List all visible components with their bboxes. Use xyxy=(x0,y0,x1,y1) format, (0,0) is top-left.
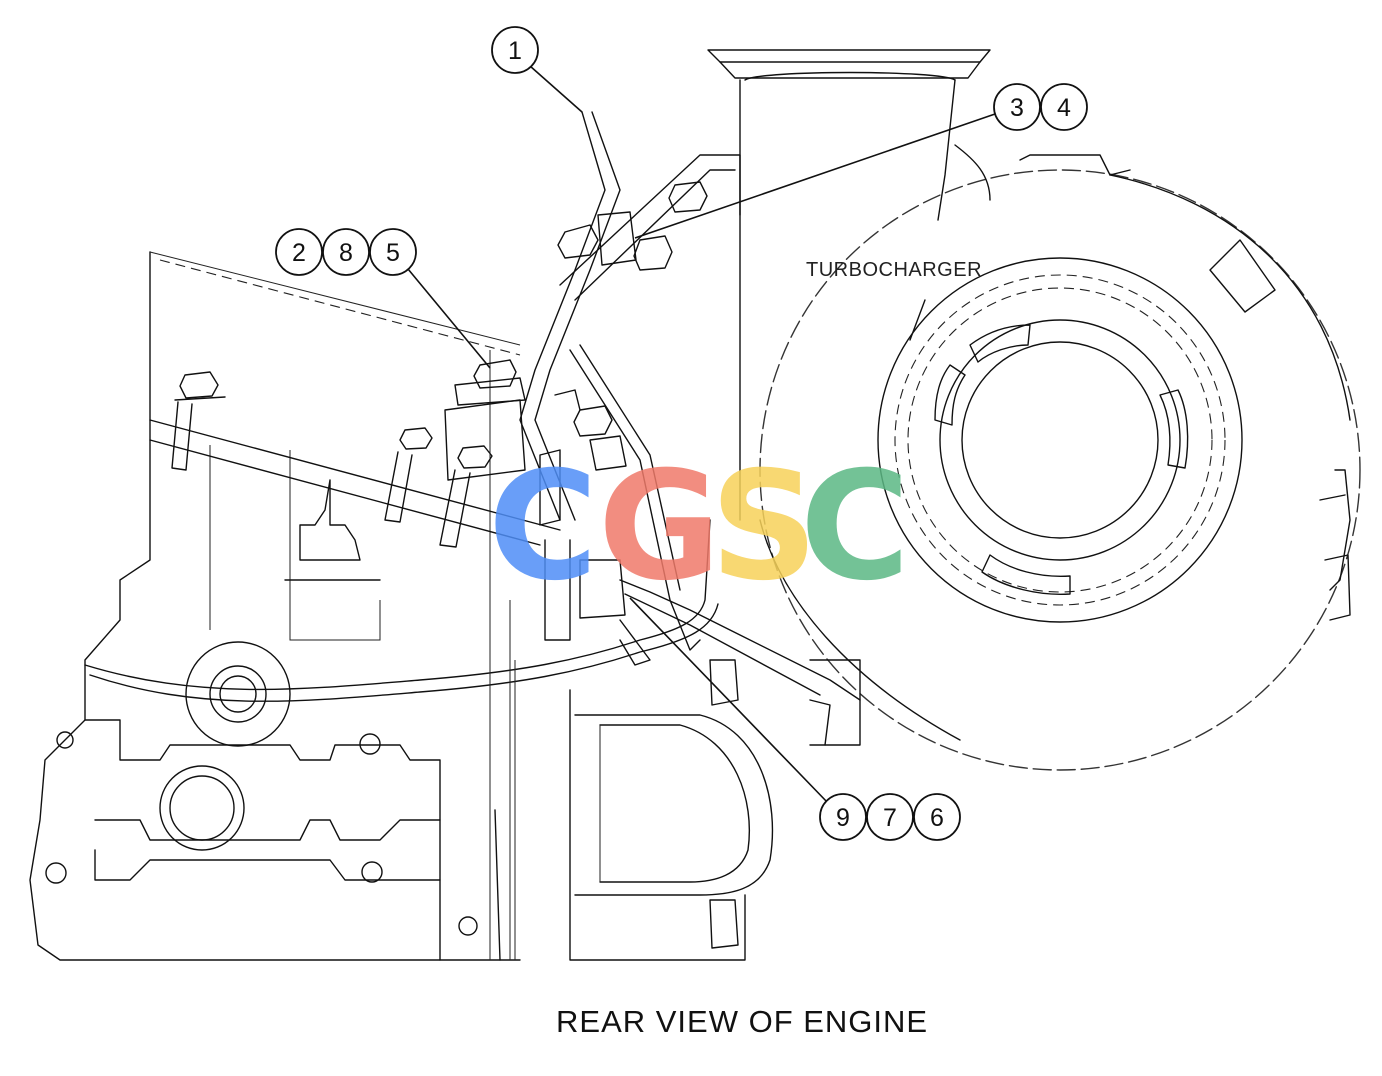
callout-5-label: 5 xyxy=(386,239,400,267)
watermark-letter-s: S xyxy=(710,440,818,614)
diagram-caption: REAR VIEW OF ENGINE xyxy=(556,1004,928,1039)
callout-3[interactable]: 3 xyxy=(993,83,1041,131)
callout-9[interactable]: 9 xyxy=(819,793,867,841)
callout-1-label: 1 xyxy=(508,37,522,65)
elbow-pipe xyxy=(569,659,861,961)
callout-1[interactable]: 1 xyxy=(491,26,539,74)
bolts xyxy=(149,359,561,548)
callout-4[interactable]: 4 xyxy=(1040,83,1088,131)
callout-3-label: 3 xyxy=(1010,94,1024,122)
callout-6[interactable]: 6 xyxy=(913,793,961,841)
bracket-assembly xyxy=(519,111,861,701)
engine-block xyxy=(29,251,719,961)
turbocharger-label: TURBOCHARGER xyxy=(806,259,982,281)
callout-8[interactable]: 8 xyxy=(322,228,370,276)
callout-7[interactable]: 7 xyxy=(866,793,914,841)
watermark-letter-c1: C xyxy=(488,440,598,614)
callout-5[interactable]: 5 xyxy=(369,228,417,276)
turbocharger xyxy=(707,49,1361,771)
callout-8-label: 8 xyxy=(339,239,353,267)
callout-2-label: 2 xyxy=(292,239,306,267)
watermark-letter-c2: C xyxy=(800,440,910,614)
callout-7-label: 7 xyxy=(883,804,897,832)
leader-lines xyxy=(407,65,996,804)
watermark-cgsc: C G S C xyxy=(488,440,910,614)
callout-2[interactable]: 2 xyxy=(275,228,323,276)
callout-4-label: 4 xyxy=(1057,94,1071,122)
callout-6-label: 6 xyxy=(930,804,944,832)
watermark-letter-g: G xyxy=(598,440,721,614)
callout-9-label: 9 xyxy=(836,804,850,832)
